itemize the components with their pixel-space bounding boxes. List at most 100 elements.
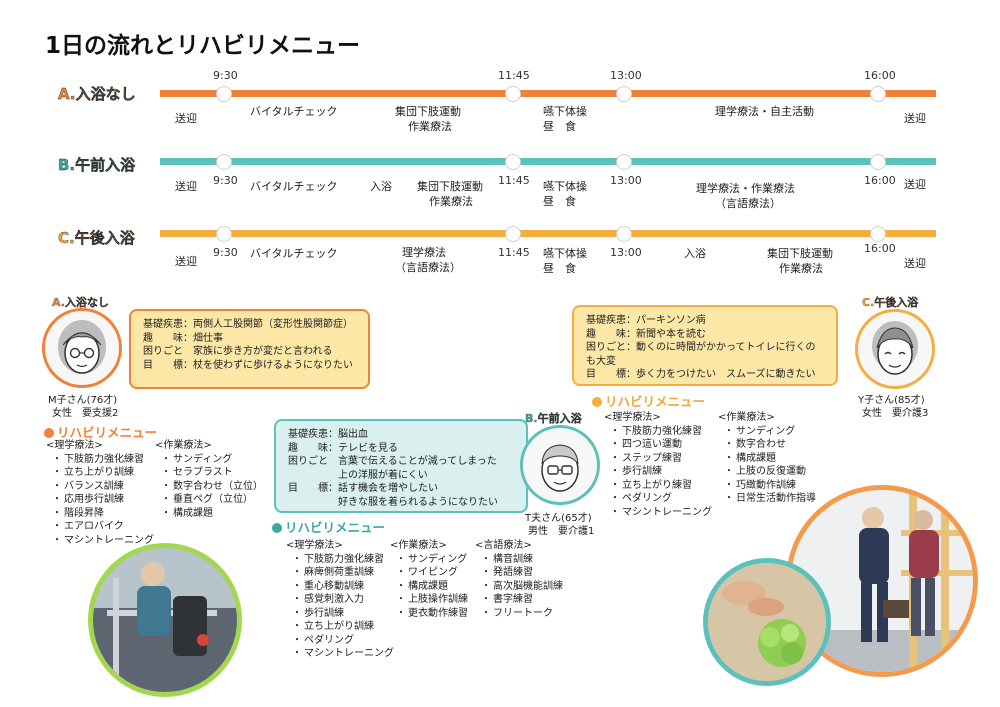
- list-item: フリートーク: [481, 607, 563, 621]
- list-item: サンディング: [724, 425, 816, 439]
- person-b-tag: B.午前入浴: [525, 412, 582, 425]
- time-label: 11:45: [498, 174, 530, 187]
- profile-line: 上の洋服が着にくい: [288, 469, 428, 481]
- schedule-item: 理学療法・作業療法: [696, 182, 795, 195]
- timeline-bar-a: [160, 90, 936, 97]
- time-label: 16:00: [864, 242, 896, 255]
- schedule-item: 送迎: [904, 178, 926, 191]
- time-label: 11:45: [498, 246, 530, 259]
- person-b-profile: 基礎疾患：脳出血 趣 味：テレビを見る 困りごと 言葉で伝えることが減ってしまっ…: [274, 419, 528, 513]
- list-item: 歩行訓練: [610, 465, 712, 479]
- schedule-item: 入浴: [370, 180, 392, 193]
- list-heading: <作業療法>: [390, 540, 447, 551]
- craft-activity-photo-icon: [708, 563, 826, 681]
- schedule-item: 嚥下体操: [543, 180, 587, 193]
- list-item: 垂直ペグ（立位）: [161, 493, 263, 507]
- person-b-ot-list: <作業療法> サンディング ワイピング 構成課題 上肢操作訓練 更衣動作練習: [390, 539, 468, 620]
- profile-line: 好きな服を着られるようになりたい: [288, 496, 498, 508]
- list-item: マシントレーニング: [292, 647, 394, 661]
- list-item: 書字練習: [481, 593, 563, 607]
- rehab-photo-a: [88, 543, 242, 697]
- person-a-avatar: [42, 308, 122, 388]
- profile-line: 基礎疾患：パーキンソン病: [586, 315, 706, 326]
- list-heading: <作業療法>: [718, 412, 775, 423]
- list-item: 四つ這い運動: [610, 438, 712, 452]
- list-item: 重心移動訓練: [292, 580, 394, 594]
- menu-title: リハビリメニュー: [285, 520, 386, 535]
- list-item: サンディング: [396, 553, 468, 567]
- list-item: 構成課題: [161, 507, 263, 521]
- menu-title: リハビリメニュー: [605, 394, 706, 409]
- profile-line: 目 標：話す機会を増やしたい: [288, 483, 438, 494]
- person-a-menu-heading: リハビリメニュー: [44, 422, 157, 441]
- person-a-pt-list: <理学療法> 下肢筋力強化練習 立ち上がり訓練 バランス訓練 応用歩行訓練 階段…: [46, 439, 154, 547]
- person-a-ot-list: <作業療法> サンディング セラプラスト 数字合わせ（立位） 垂直ペグ（立位） …: [155, 439, 263, 520]
- person-c-avatar: [855, 309, 935, 389]
- elderly-woman-icon: [872, 321, 918, 375]
- schedule-item: バイタルチェック: [250, 180, 338, 193]
- profile-line: 困りごと 言葉で伝えることが減ってしまった: [288, 456, 497, 467]
- list-item: 立ち上がり訓練: [292, 620, 394, 634]
- time-node: [216, 226, 232, 242]
- list-item: 下肢筋力強化練習: [610, 425, 712, 439]
- elderly-woman-icon: [58, 320, 106, 374]
- list-item: セラプラスト: [161, 466, 263, 480]
- list-item: ワイピング: [396, 566, 468, 580]
- time-label: 13:00: [610, 174, 642, 187]
- schedule-item: 嚥下体操: [543, 105, 587, 118]
- list-heading: <作業療法>: [155, 440, 212, 451]
- time-node: [870, 86, 886, 102]
- bullet-dot-icon: [592, 397, 602, 407]
- list-item: ステップ練習: [610, 452, 712, 466]
- list-item: 歩行訓練: [292, 607, 394, 621]
- menu-title: リハビリメニュー: [57, 425, 158, 440]
- profile-line: 趣 味：畑仕事: [143, 332, 223, 344]
- list-item: 階段昇降: [52, 507, 154, 521]
- time-label: 9:30: [213, 246, 238, 259]
- schedule-item: 送迎: [904, 257, 926, 270]
- page-title: 1日の流れとリハビリメニュー: [45, 33, 361, 59]
- profile-line: 目 標：歩く力をつけたい スムーズに動きたい: [586, 369, 816, 380]
- time-node: [616, 226, 632, 242]
- list-item: 発語練習: [481, 566, 563, 580]
- time-node: [616, 154, 632, 170]
- rehab-photo-c-craft: [703, 558, 831, 686]
- list-item: エアロバイク: [52, 520, 154, 534]
- time-label: 9:30: [213, 174, 238, 187]
- schedule-item: 送迎: [175, 255, 197, 268]
- schedule-item: 入浴: [684, 247, 706, 260]
- list-item: 高次脳機能訓練: [481, 580, 563, 594]
- list-item: 数字合わせ: [724, 438, 816, 452]
- person-c-pt-list: <理学療法> 下肢筋力強化練習 四つ這い運動 ステップ練習 歩行訓練 立ち上がり…: [604, 411, 712, 519]
- schedule-item: 集団下肢運動: [417, 180, 483, 193]
- schedule-item: 嚥下体操: [543, 247, 587, 260]
- schedule-item: 理学療法・自主活動: [715, 105, 814, 118]
- schedule-item: 理学療法: [402, 246, 446, 259]
- time-node: [616, 86, 632, 102]
- person-c-info: 女性 要介護3: [862, 408, 929, 419]
- time-label: 9:30: [213, 69, 238, 82]
- list-item: 更衣動作練習: [396, 607, 468, 621]
- person-a-name: M子さん(76才): [48, 395, 118, 406]
- person-b-st-list: <言語療法> 構音訓練 発語練習 高次脳機能訓練 書字練習 フリートーク: [475, 539, 563, 620]
- time-node: [216, 154, 232, 170]
- time-node: [505, 226, 521, 242]
- schedule-item: 送迎: [904, 112, 926, 125]
- list-item: 下肢筋力強化練習: [52, 453, 154, 467]
- schedule-item: 作業療法: [429, 195, 473, 208]
- list-item: 構成課題: [396, 580, 468, 594]
- profile-line: 基礎疾患：脳出血: [288, 429, 368, 440]
- list-item: サンディング: [161, 453, 263, 467]
- list-item: 巧緻動作訓練: [724, 479, 816, 493]
- person-a-tag: A.入浴なし: [52, 296, 109, 309]
- time-label: 16:00: [864, 174, 896, 187]
- schedule-item: バイタルチェック: [250, 105, 338, 118]
- time-label: 13:00: [610, 69, 642, 82]
- list-item: ペダリング: [610, 492, 712, 506]
- time-label: 16:00: [864, 69, 896, 82]
- row-label-a: A.入浴なし: [58, 85, 136, 103]
- list-heading: <言語療法>: [475, 540, 532, 551]
- schedule-item: 作業療法: [779, 262, 823, 275]
- bullet-dot-icon: [272, 523, 282, 533]
- profile-line: 基礎疾患：両側人工股関節（変形性股関節症）: [143, 319, 353, 330]
